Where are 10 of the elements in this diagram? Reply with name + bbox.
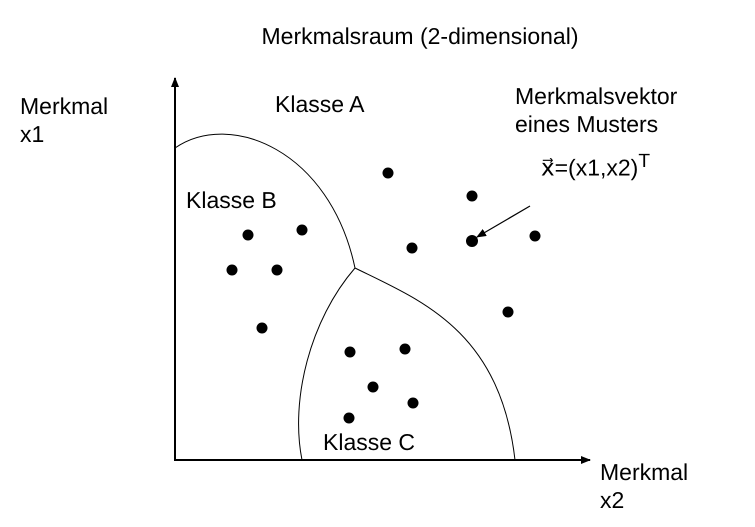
region-label: Klasse B xyxy=(186,186,277,214)
data-point xyxy=(466,235,478,247)
axis-label: Merkmal x2 xyxy=(600,458,690,514)
vector-formula: x⃗=(x1,x2)$^{T}$ xyxy=(541,150,650,182)
axis-label: Merkmal x1 xyxy=(20,92,110,148)
arrow xyxy=(476,205,530,238)
region-label: Klasse A xyxy=(275,90,364,118)
region-label: Klasse C xyxy=(323,428,416,456)
diagram-title: Merkmalsraum (2-dimensional) xyxy=(262,22,578,50)
annotation-text: Merkmalsvektor eines Musters xyxy=(515,82,678,138)
